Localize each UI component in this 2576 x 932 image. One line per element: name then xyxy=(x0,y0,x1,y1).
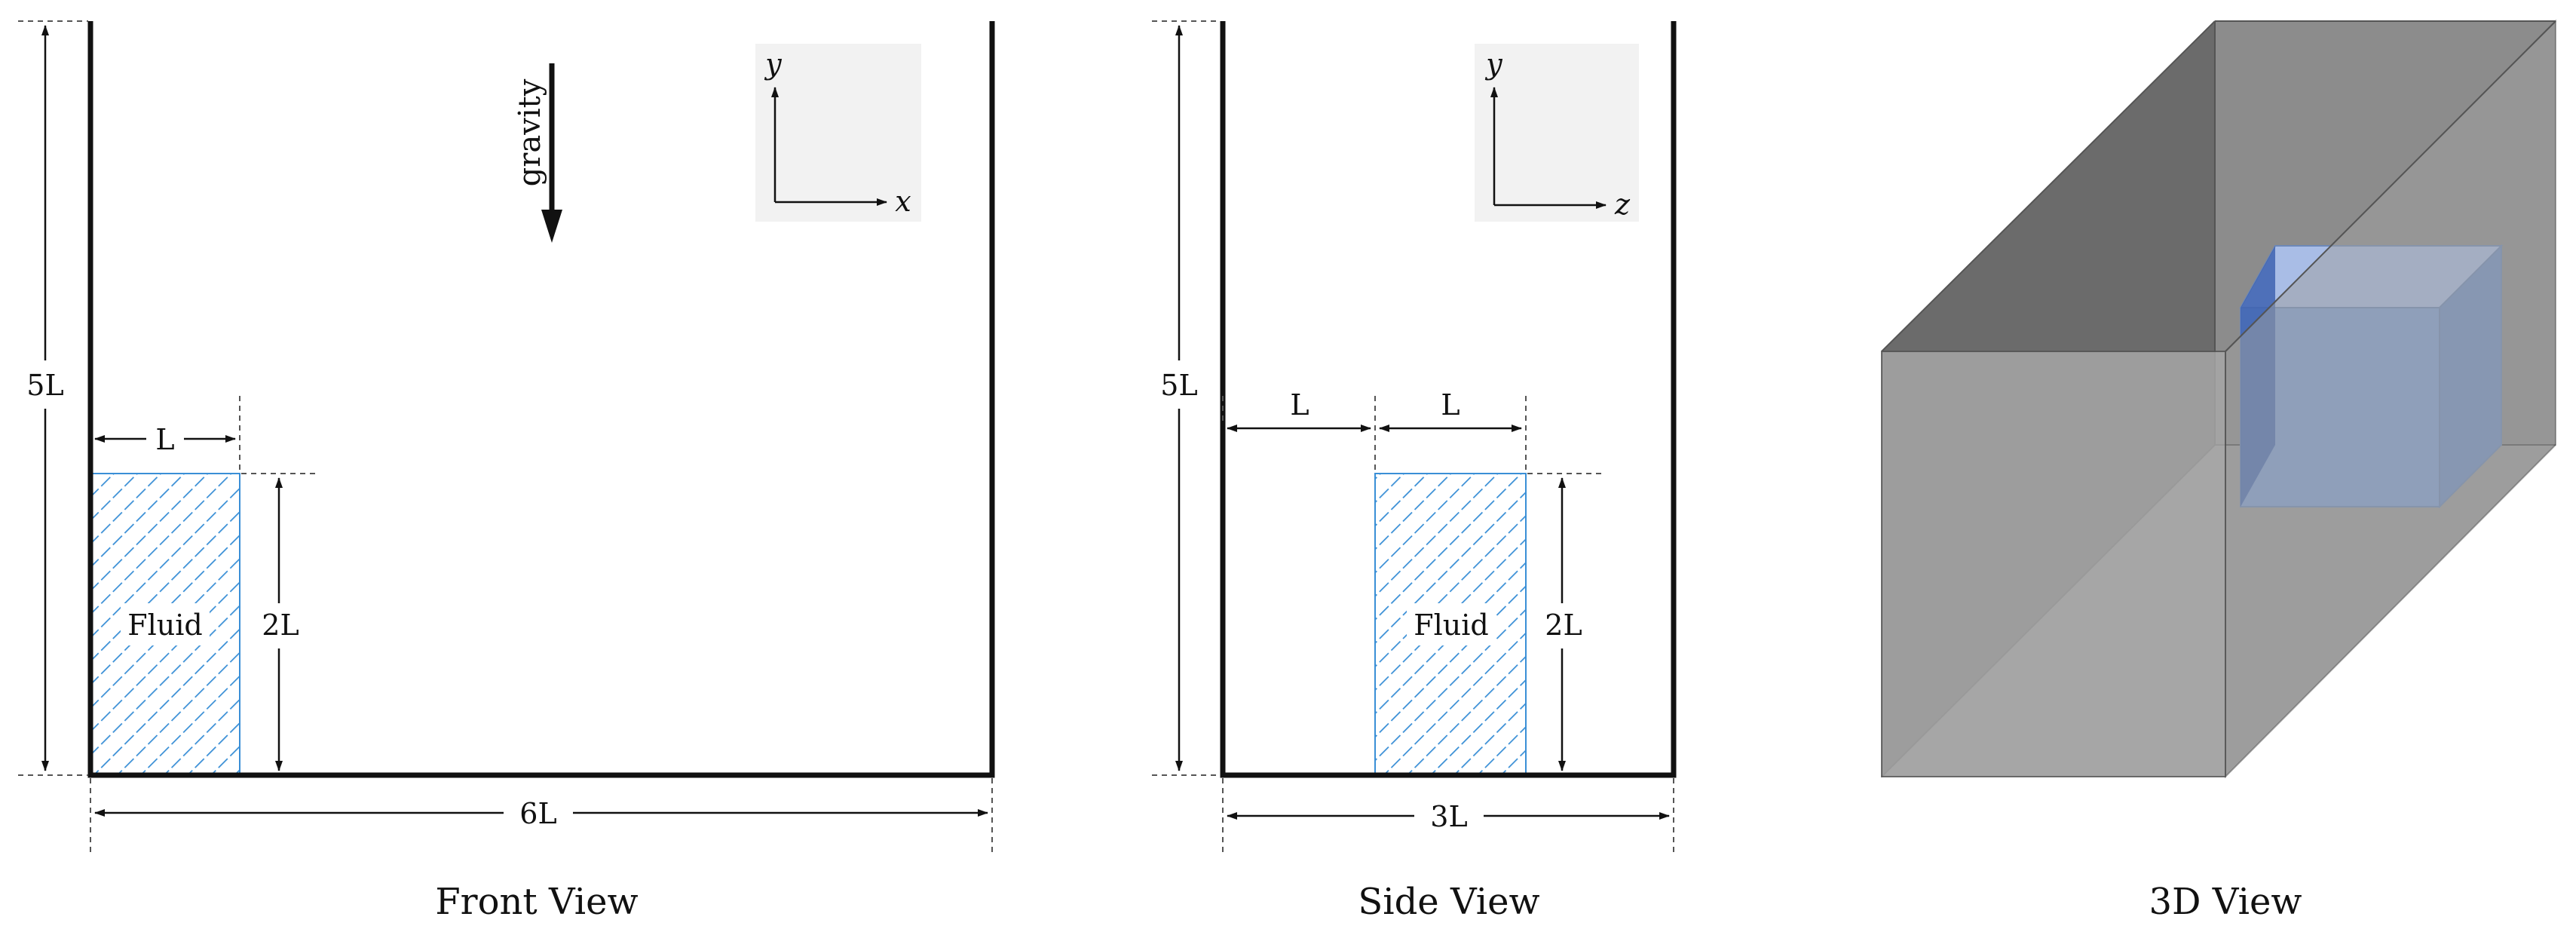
front-axis-indicator xyxy=(755,44,921,222)
front-fluid-label: Fluid xyxy=(127,609,202,642)
front-fluid-width-label-bg xyxy=(146,419,184,458)
gravity-label: gravity xyxy=(513,78,547,186)
front-height-label: 5L xyxy=(26,369,63,402)
front-view-title: Front View xyxy=(435,881,638,923)
side-fluid-label: Fluid xyxy=(1414,609,1488,642)
side-fluid-height-label: 2L xyxy=(1545,609,1582,642)
tank-3d-edges-top xyxy=(1881,20,2556,352)
view-3d: 3D View xyxy=(1881,19,2556,923)
side-axis-indicator xyxy=(1475,44,1639,222)
front-height-label-bg xyxy=(17,360,74,409)
side-width-label-bg xyxy=(1414,796,1484,835)
side-view-title: Side View xyxy=(1358,881,1539,923)
side-view: Fluid 5L 3L L L 2L xyxy=(1150,20,1677,923)
view-3d-title: 3D View xyxy=(2149,881,2302,923)
gravity-arrow xyxy=(541,63,562,243)
front-fluid-width-label: L xyxy=(155,423,174,456)
tank-3d-front-wall xyxy=(1881,351,2226,777)
side-gap-label-bg xyxy=(1282,388,1319,421)
side-fluid-width-label-bg xyxy=(1432,388,1470,421)
front-fluid-height-label-bg xyxy=(252,603,309,648)
front-fluid-label-bg xyxy=(121,603,210,645)
front-fluid-height-label: 2L xyxy=(262,609,299,642)
side-gap-label: L xyxy=(1290,388,1309,422)
side-height-label: 5L xyxy=(1160,369,1197,402)
front-axis-x-label: x xyxy=(895,185,911,218)
side-height-label-bg xyxy=(1150,360,1208,409)
side-fluid-label-bg xyxy=(1407,603,1496,645)
front-width-label-bg xyxy=(504,793,573,832)
front-extension-lines xyxy=(18,20,993,852)
side-axis-y-label: y xyxy=(1484,48,1502,81)
side-fluid-height-label-bg xyxy=(1535,603,1592,648)
front-tank-walls xyxy=(87,21,995,778)
side-width-label: 3L xyxy=(1430,800,1467,833)
front-axis-y-label: y xyxy=(764,48,782,81)
side-axis-z-label: z xyxy=(1614,188,1631,221)
side-extension-lines xyxy=(1152,20,1674,852)
front-view: Fluid 5L 6L L 2L xyxy=(17,20,995,923)
side-fluid-width-label: L xyxy=(1441,388,1460,422)
front-width-label: 6L xyxy=(519,797,556,830)
